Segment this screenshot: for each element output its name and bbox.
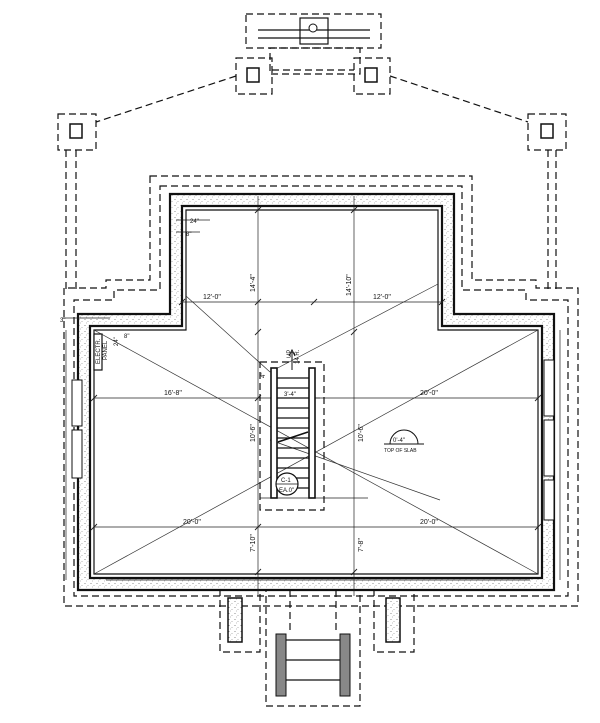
dim-stair-width: 3'-4"	[284, 392, 296, 398]
stair-risers-label: 14 R.	[295, 349, 301, 364]
dim-top-width-left: 8"	[186, 232, 191, 238]
pier-footings	[57, 57, 567, 151]
slab-elevation-marker	[384, 429, 424, 445]
dim-lower-span-right: 20'-0"	[420, 519, 438, 526]
dim-upper-depth-right: 14'-10"	[346, 274, 353, 296]
dim-mid-span-left: 16'-8"	[164, 390, 182, 397]
electric-panel-size: 24"	[114, 337, 120, 346]
window-wells	[71, 359, 555, 521]
dimension-lines	[62, 196, 561, 596]
dim-lower-span-left: 20'-0"	[183, 519, 201, 526]
dim-mid-depth-right: 10'-6"	[358, 424, 365, 442]
slab-diagonals	[93, 283, 539, 575]
column-tag	[275, 472, 299, 496]
dim-upper-depth-left: 14'-4"	[250, 274, 257, 292]
basement-stair	[259, 348, 325, 511]
top-porch	[245, 13, 382, 75]
dim-stair-offset: 4"	[261, 373, 267, 378]
dim-lower-depth-right: 7'-8"	[358, 538, 365, 552]
pier-top-left	[235, 57, 273, 95]
electric-panel-label-2: PANEL	[103, 340, 109, 360]
pier-left	[57, 113, 97, 151]
stair-arrow-icon	[288, 348, 296, 370]
porch-post-icon	[308, 23, 318, 33]
pier-top-right	[353, 57, 391, 95]
note-text: ELECTR. PANEL 24" UP 14 R. 0'-4" TOP OF …	[96, 337, 417, 494]
dim-lower-depth-left: 7'-10"	[250, 534, 257, 552]
dim-upper-span-left: 12'-0"	[203, 294, 221, 301]
bottom-stoops	[219, 589, 415, 707]
slab-note: TOP OF SLAB	[384, 448, 417, 454]
dim-top-width: 24"	[190, 219, 199, 225]
electric-panel-label-1: ELECTR.	[96, 338, 102, 364]
dim-mid-depth-left: 10'-6"	[250, 424, 257, 442]
column-tag-line2: EA.0"	[279, 488, 294, 494]
foundation-walls	[63, 175, 579, 607]
dim-left-offset: 3"	[60, 318, 65, 324]
electric-panel	[93, 333, 103, 371]
dim-mid-span-right: 20'-0"	[420, 390, 438, 397]
pier-right	[527, 113, 567, 151]
slab-elevation: 0'-4"	[393, 438, 405, 444]
porch-lines	[65, 69, 557, 290]
dimension-text: 24" 8" 3" 8" 14'-4" 14'-10" 12'-0" 12'-0…	[60, 219, 438, 552]
dim-left-offset-2: 8"	[124, 334, 129, 340]
stair-up-label: UP	[287, 350, 293, 358]
dim-upper-span-right: 12'-0"	[373, 294, 391, 301]
column-tag-line1: C-1	[281, 478, 291, 484]
